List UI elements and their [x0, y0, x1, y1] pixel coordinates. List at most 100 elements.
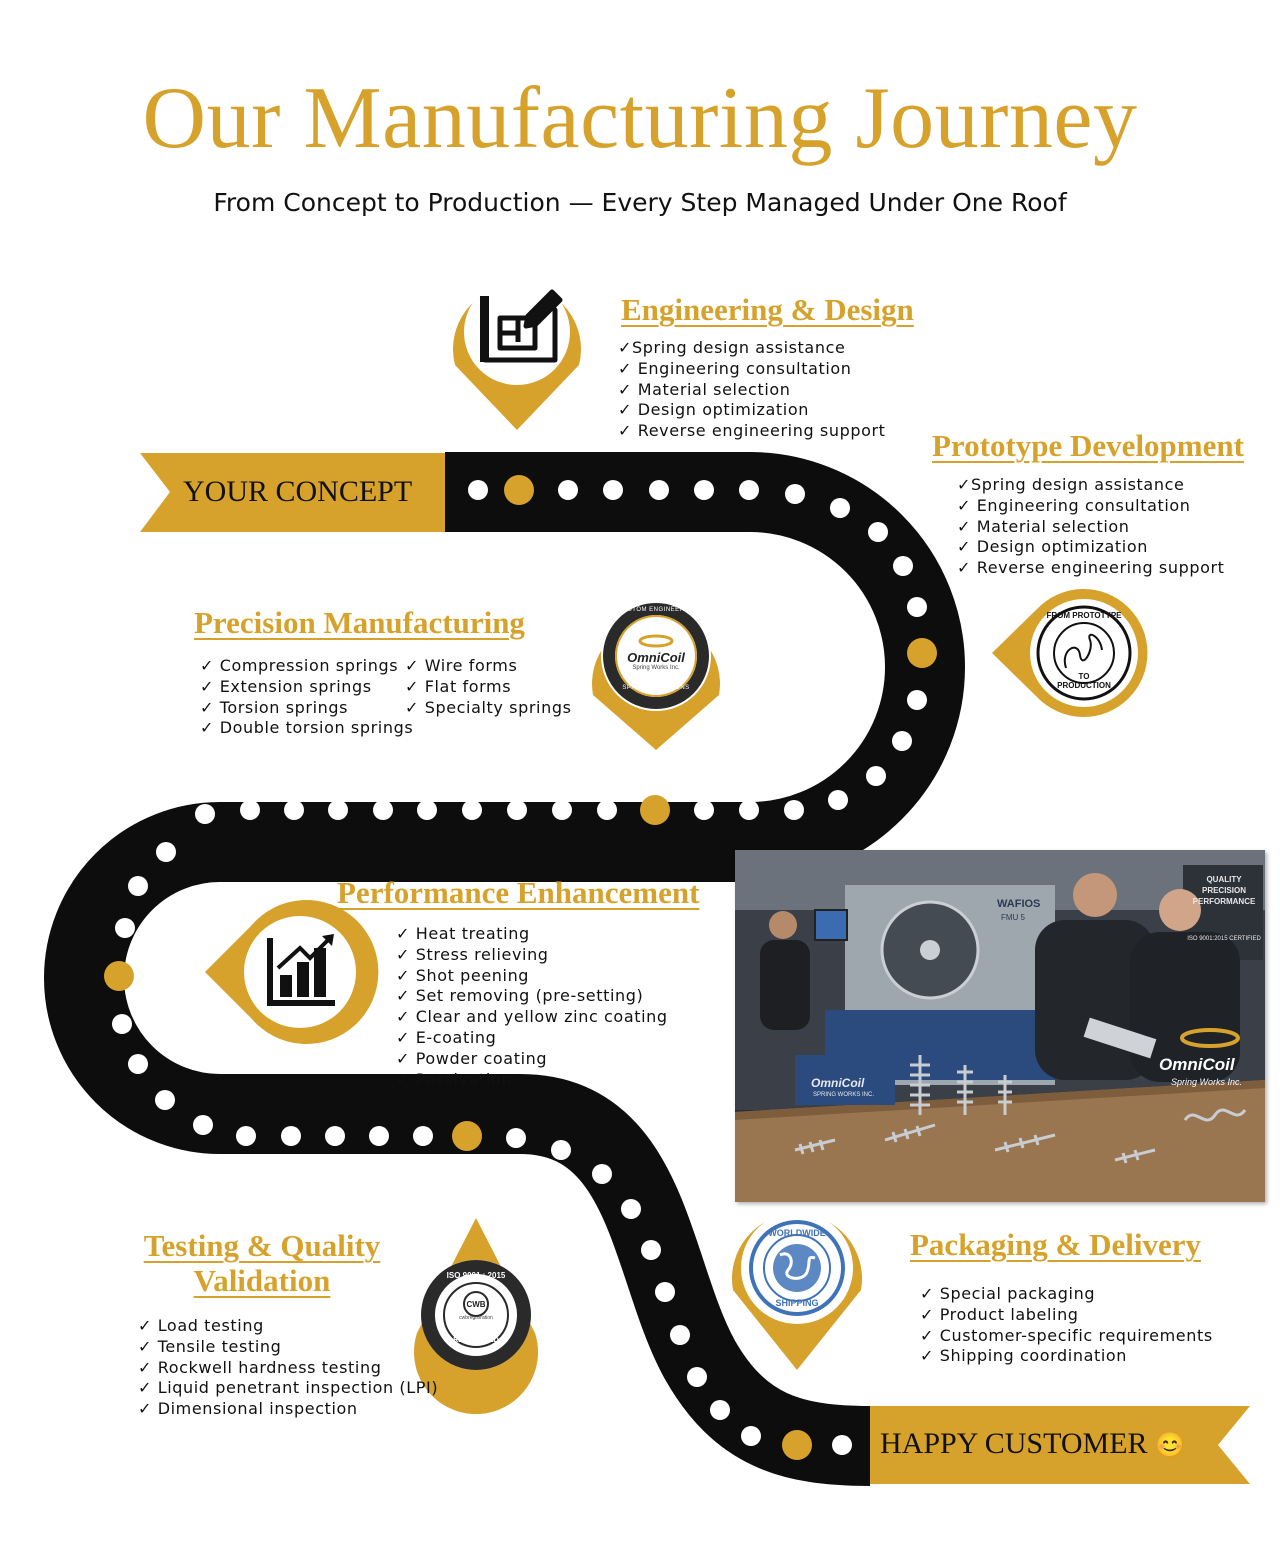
road-dot [784, 800, 804, 820]
factory-photo: QUALITY PRECISION PERFORMANCE ISO 9001:2… [735, 850, 1265, 1202]
list-item: ✓ Passivation [396, 1069, 513, 1089]
road-dot [552, 800, 572, 820]
road-dot [655, 1282, 675, 1302]
prototype-list: ✓Spring design assistance ✓ Engineering … [957, 475, 1225, 579]
prototype-badge-mid: TO [1078, 672, 1090, 681]
packaging-title: Packaging & Delivery [910, 1227, 1202, 1262]
springs [794, 1055, 1247, 1164]
road-dot [866, 766, 886, 786]
road-dot [128, 1054, 148, 1074]
road-dot [694, 480, 714, 500]
photo-sign-line: PERFORMANCE [1192, 897, 1256, 906]
road-dot [468, 480, 488, 500]
performance-list: ✓ Heat treating ✓ Stress relieving ✓ Sho… [396, 924, 668, 1090]
road-dot [621, 1199, 641, 1219]
list-item: ✓ Double torsion springs [200, 718, 414, 738]
worker-head [1159, 889, 1201, 931]
photo-brand: OmniCoil [1159, 1055, 1235, 1074]
pin-prototype [992, 589, 1148, 718]
road-dot [558, 480, 578, 500]
cwb-logo-icon [463, 1291, 489, 1317]
engineering-list: ✓Spring design assistance ✓ Engineering … [618, 338, 886, 442]
machine-model: FMU 5 [1001, 913, 1025, 922]
road-dot [417, 800, 437, 820]
iso-badge-top: ISO 9001 : 2015 [446, 1271, 506, 1280]
start-banner-label: YOUR CONCEPT [183, 475, 413, 508]
road-dot [603, 480, 623, 500]
prototype-badge-bottom: PRODUCTION [1057, 681, 1111, 690]
list-item: ✓ Shipping coordination [920, 1346, 1128, 1366]
precision-list-right: ✓ Wire forms ✓ Flat forms ✓ Specialty sp… [405, 656, 572, 718]
list-item: ✓ Heat treating [396, 924, 530, 943]
list-item: ✓ Reverse engineering support [618, 421, 886, 441]
list-item: ✓ Flat forms [405, 676, 512, 696]
list-item: ✓ Dimensional inspection [138, 1399, 358, 1419]
omnicoil-logo-icon [1180, 1028, 1240, 1048]
road-dot [597, 800, 617, 820]
page-title: Our Manufacturing Journey [142, 70, 1138, 167]
road-dot [893, 556, 913, 576]
growth-chart-icon [267, 934, 335, 1006]
iso-badge-sub: cwbregistration [459, 1315, 493, 1321]
packaging-list: ✓ Special packaging ✓ Product labeling ✓… [920, 1284, 1213, 1367]
list-item: ✓ Rockwell hardness testing [138, 1357, 382, 1377]
list-item: ✓ Customer-specific requirements [920, 1325, 1213, 1345]
road-dot [128, 876, 148, 896]
list-item: ✓ Tensile testing [138, 1336, 282, 1356]
photo-sign-cert: ISO 9001:2015 CERTIFIED [1187, 936, 1261, 942]
road-dot [907, 690, 927, 710]
list-item: ✓ Set removing (pre-setting) [396, 986, 644, 1006]
list-item: ✓ Wire forms [405, 656, 518, 675]
list-item: ✓ Liquid penetrant inspection (LPI) [138, 1378, 439, 1398]
road-dot [694, 800, 714, 820]
road-dot [592, 1164, 612, 1184]
road-path [44, 452, 965, 1486]
list-item: ✓ Clear and yellow zinc coating [396, 1007, 668, 1027]
pin-engineering [453, 279, 581, 430]
list-item: ✓ Extension springs [200, 676, 372, 696]
list-item: ✓Spring design assistance [618, 338, 846, 357]
pin-precision [592, 601, 720, 750]
road-dot [670, 1325, 690, 1345]
worker-head [769, 911, 797, 939]
prototype-badge-top: FROM PROTOTYPE [1046, 611, 1122, 620]
road-dot [710, 1400, 730, 1420]
photo-sign-line: QUALITY [1206, 875, 1242, 884]
pin-testing [414, 1218, 538, 1415]
road-dot [112, 1014, 132, 1034]
list-item: ✓ Design optimization [618, 400, 809, 420]
testing-title-line1: Testing & Quality [143, 1228, 381, 1263]
road-dot-gold [504, 475, 534, 505]
road-dot [236, 1126, 256, 1146]
road-dot [195, 804, 215, 824]
road-dot [506, 1128, 526, 1148]
road-dot-gold [452, 1121, 482, 1151]
prototype-title: Prototype Development [932, 428, 1244, 463]
omnicoil-badge-top: CUSTOM ENGINEERED [618, 607, 694, 613]
list-item: ✓ Torsion springs [200, 697, 349, 717]
worldwide-badge-top: WORLDWIDE [768, 1228, 826, 1238]
list-item: ✓ Engineering consultation [618, 358, 852, 378]
testing-title: Testing & Quality Validation [136, 1228, 388, 1298]
globe-icon [773, 1244, 821, 1292]
road-dot [373, 800, 393, 820]
page-subtitle: From Concept to Production — Every Step … [213, 188, 1067, 217]
road-dot [155, 1090, 175, 1110]
cabinet [795, 1055, 895, 1105]
list-item: ✓ Material selection [957, 516, 1130, 536]
precision-title: Precision Manufacturing [194, 605, 525, 640]
road-dot [739, 800, 759, 820]
road-dot [413, 1126, 433, 1146]
engineering-title: Engineering & Design [621, 292, 914, 327]
list-item: ✓ Specialty springs [405, 697, 572, 717]
road-dot [284, 800, 304, 820]
testing-title-line2: Validation [193, 1263, 331, 1298]
road-dot [892, 731, 912, 751]
list-item: ✓ Load testing [138, 1316, 264, 1335]
road-dot [832, 1435, 852, 1455]
worldwide-badge-bottom: SHIPPING [775, 1298, 819, 1308]
road-dot [240, 800, 260, 820]
end-banner-label: HAPPY CUSTOMER 😊 [880, 1427, 1185, 1461]
list-item: ✓ Stress relieving [396, 944, 549, 964]
